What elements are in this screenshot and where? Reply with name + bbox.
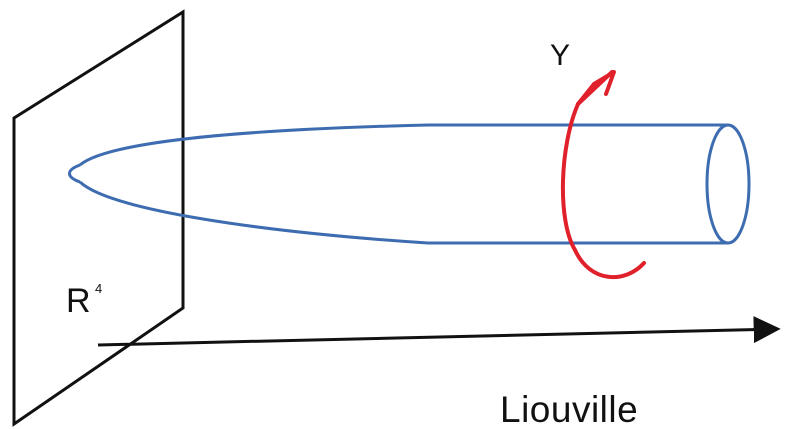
axis-label: Liouville	[500, 389, 638, 429]
tube-tip	[68, 163, 81, 184]
tube-lower-edge	[78, 180, 429, 245]
rotation-arrow-shaft-top	[576, 70, 614, 106]
rotation-label: Y	[550, 39, 570, 72]
liouville-axis-arrow	[97, 316, 781, 347]
tube-end-ellipse	[705, 123, 751, 245]
rotation-arrow-front	[573, 248, 646, 279]
tube-upper-edge	[79, 123, 429, 167]
plane-label-exponent: 4	[95, 281, 102, 296]
plane-r4	[12, 9, 185, 427]
rotation-arrow-back	[560, 102, 580, 252]
plane-label-base: R	[66, 282, 91, 320]
